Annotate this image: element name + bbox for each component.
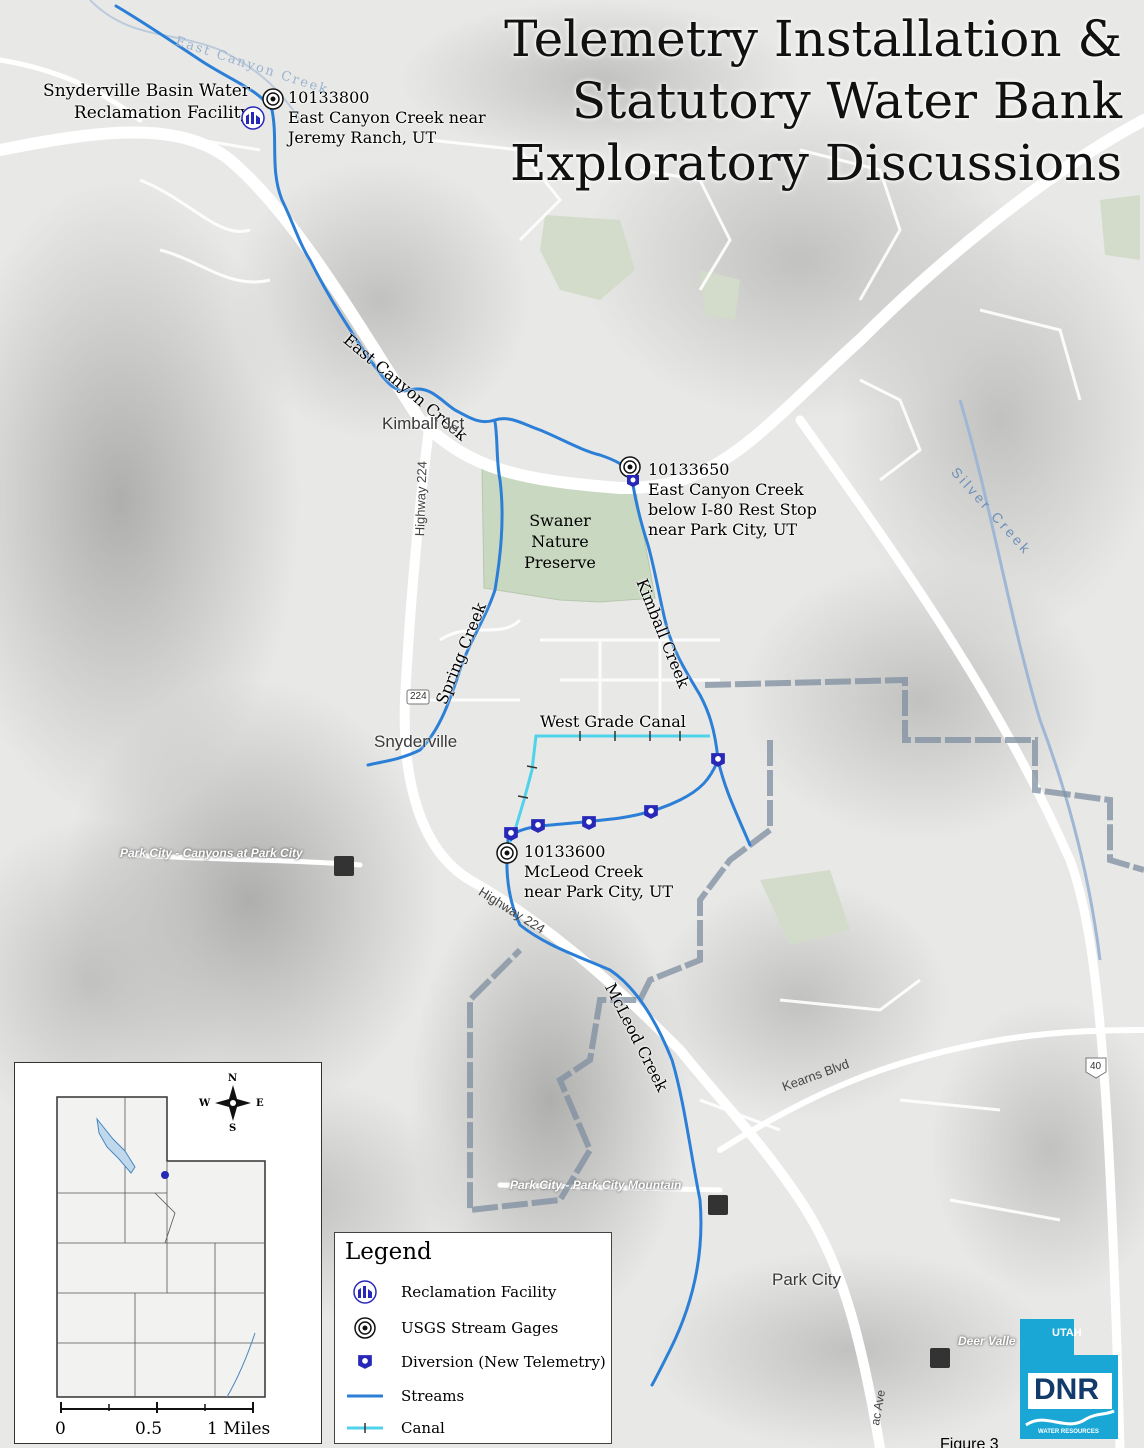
compass-rose-icon — [215, 1085, 251, 1121]
canyons-label: Park City - Canyons at Park City — [120, 846, 303, 860]
spring-creek-line — [366, 420, 504, 767]
compass-e: E — [256, 1098, 264, 1109]
mcleod-creek-line — [505, 838, 703, 1387]
highway-224-label: Highway 224 — [412, 460, 430, 537]
utah-dnr-logo: UTAH DNR WATER RESOURCES — [1016, 1315, 1122, 1443]
compass-n: N — [228, 1073, 238, 1084]
dnr-logo-bottom: WATER RESOURCES — [1038, 1429, 1099, 1435]
legend-item: Streams — [347, 1381, 464, 1411]
gage-10133800-label: 10133800 East Canyon Creek near Jeremy R… — [288, 88, 486, 147]
diversion-telemetry-icon[interactable] — [643, 804, 659, 820]
major-roads — [0, 57, 1144, 1448]
stream-gage-icon[interactable] — [262, 88, 284, 110]
park-city-mountain-label: Park City - Park City Mountain — [510, 1178, 682, 1192]
highway-shield-224 — [406, 689, 430, 705]
stream-gage-icon — [354, 1317, 376, 1339]
legend: Legend Reclamation Facility USGS Stream … — [334, 1232, 612, 1444]
legend-item: Diversion (New Telemetry) — [347, 1347, 606, 1377]
reclamation-facility-icon — [353, 1280, 377, 1304]
green-areas — [481, 195, 1140, 945]
diversion-telemetry-icon[interactable] — [581, 815, 597, 831]
map-title: Telemetry Installation & Statutory Water… — [504, 10, 1122, 192]
diversion-telemetry-icon[interactable] — [503, 826, 519, 842]
east-canyon-creek-line — [114, 4, 634, 477]
deer-valley-label: Deer Valle — [958, 1334, 1016, 1348]
shield-224-label: 224 — [410, 691, 427, 702]
dnr-logo-shape — [1020, 1319, 1118, 1439]
stream-gage-icon[interactable] — [618, 456, 642, 478]
diversion-telemetry-icon[interactable] — [626, 474, 640, 488]
stream-gage-icon[interactable] — [496, 842, 518, 864]
diversion-telemetry-icon — [358, 1355, 372, 1369]
legend-item: Canal — [347, 1413, 445, 1443]
utah-outline — [56, 1096, 266, 1398]
canal-line-icon — [347, 1423, 383, 1433]
utah-inset-map: N S E W 0 0.5 1 Miles — [14, 1062, 322, 1444]
scale-tick-half: 0.5 — [135, 1419, 163, 1439]
ski-area-icon — [334, 856, 950, 1368]
west-grade-canal-label: West Grade Canal — [540, 712, 686, 731]
silver-creek-line — [958, 399, 1102, 961]
shield-40-label: 40 — [1090, 1061, 1102, 1072]
canal-ticks — [517, 731, 681, 799]
streams — [114, 4, 752, 1387]
scale-tick-1: 1 Miles — [207, 1419, 271, 1439]
kimball-creek-line — [630, 476, 720, 762]
scale-bar — [60, 1402, 254, 1413]
highway-shield-40 — [1085, 1057, 1107, 1079]
scale-tick-0: 0 — [55, 1419, 66, 1439]
legend-title: Legend — [345, 1239, 432, 1265]
compass-w: W — [199, 1098, 211, 1109]
figure-label: Figure 3 — [940, 1436, 999, 1448]
swaner-nature-preserve-label: Swaner Nature Preserve — [524, 511, 596, 572]
legend-item: Reclamation Facility — [347, 1277, 556, 1307]
stream-line-icon — [347, 1394, 383, 1398]
snyderville-label: Snyderville — [374, 732, 458, 751]
diversion-reach-line — [506, 758, 720, 840]
diversion-telemetry-icon[interactable] — [530, 818, 546, 834]
diversion-telemetry-icon[interactable] — [710, 752, 726, 768]
dnr-logo-top: UTAH — [1052, 1327, 1082, 1339]
dnr-logo-main: DNR — [1034, 1373, 1099, 1406]
boundary-line — [467, 676, 1144, 1214]
kimball-jct-label: Kimball Jct — [382, 414, 465, 433]
reclamation-facility-icon[interactable] — [240, 106, 266, 130]
park-city-label: Park City — [772, 1270, 841, 1289]
compass-s: S — [229, 1123, 237, 1134]
gage-10133600-label: 10133600 McLeod Creek near Park City, UT — [524, 842, 674, 901]
facility-label: Snyderville Basin Water Reclamation Faci… — [43, 81, 250, 123]
kimball-creek-lower-line — [716, 758, 752, 847]
legend-item: USGS Stream Gages — [347, 1313, 558, 1343]
gage-10133650-label: 10133650 East Canyon Creek below I-80 Re… — [648, 460, 817, 539]
